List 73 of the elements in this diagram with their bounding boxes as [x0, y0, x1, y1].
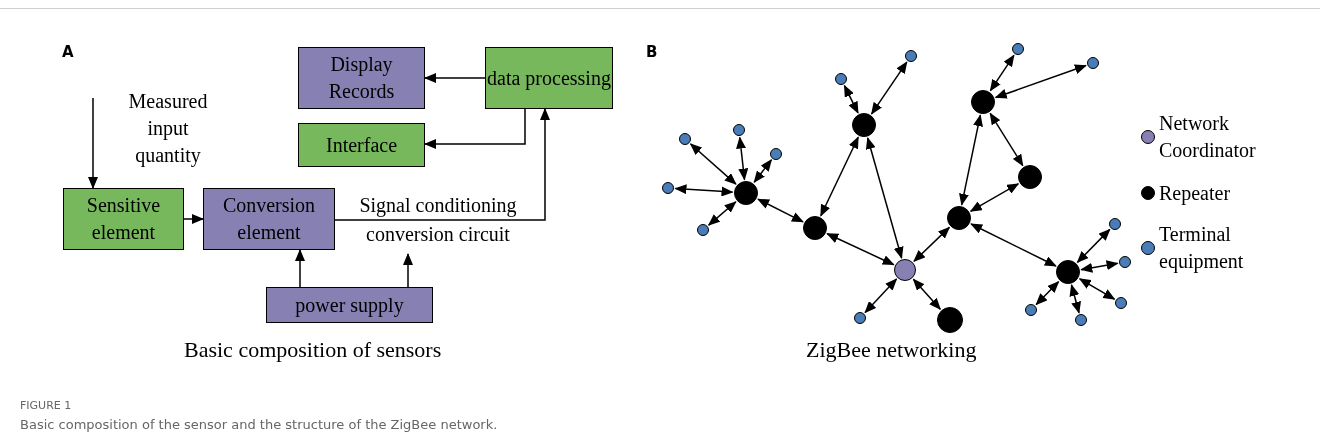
network-node-circle — [662, 182, 674, 194]
process-box: data processing — [485, 47, 613, 109]
arrow — [865, 137, 904, 259]
network-node-circle — [1109, 218, 1121, 230]
arrow — [753, 159, 773, 184]
arrow — [689, 143, 737, 185]
edge-label: Signal conditioning conversion circuit — [358, 193, 518, 247]
arrow — [736, 136, 749, 181]
arrow — [707, 201, 737, 226]
arrow — [334, 108, 550, 221]
arrow — [820, 136, 859, 217]
network-node-circle — [1119, 256, 1131, 268]
legend-text: Network Coordinator — [1159, 111, 1257, 163]
arrow — [674, 184, 734, 197]
arrow — [989, 54, 1015, 92]
process-box: Sensitive element — [63, 188, 184, 250]
process-box: Interface — [298, 123, 425, 167]
legend-text: Terminal equipment — [1159, 222, 1245, 275]
arrow — [757, 198, 804, 223]
arrow — [843, 84, 859, 114]
arrow — [969, 183, 1020, 212]
arrow — [424, 108, 526, 149]
arrow — [1076, 228, 1111, 264]
figure-caption: Basic composition of the sensor and the structure of the ZigBee network. — [20, 417, 498, 432]
arrow — [989, 112, 1024, 167]
panel-letter: A — [62, 42, 74, 62]
arrow — [959, 114, 983, 206]
network-node-circle — [1075, 314, 1087, 326]
network-node-circle — [1115, 297, 1127, 309]
arrow — [826, 232, 895, 266]
network-node-circle — [947, 206, 971, 230]
network-node-circle — [971, 90, 995, 114]
network-node-circle — [894, 259, 916, 281]
process-box: Conversion element — [203, 188, 335, 250]
text-label: Measured input quantity — [127, 89, 209, 169]
legend-text: Repeater — [1159, 180, 1232, 207]
process-box: power supply — [266, 287, 433, 323]
network-node-circle — [733, 124, 745, 136]
arrow — [1078, 278, 1116, 300]
network-node-circle — [1056, 260, 1080, 284]
arrow — [88, 97, 98, 189]
network-node-circle — [854, 312, 866, 324]
process-box: Display Records — [298, 47, 425, 109]
arrow — [1069, 284, 1081, 314]
network-node-circle — [770, 148, 782, 160]
arrow — [870, 61, 908, 115]
network-node-circle — [1025, 304, 1037, 316]
network-node-circle — [803, 216, 827, 240]
arrow — [403, 253, 413, 288]
network-node-circle — [1012, 43, 1024, 55]
network-node-circle — [835, 73, 847, 85]
panel-letter: B — [646, 42, 658, 62]
arrow — [912, 278, 942, 310]
arrow — [913, 226, 951, 263]
network-node-circle — [1018, 165, 1042, 189]
arrow — [1080, 260, 1119, 273]
arrow — [183, 214, 204, 224]
arrow — [295, 249, 305, 288]
arrow — [994, 64, 1087, 99]
network-node-circle — [679, 133, 691, 145]
text-label: ZigBee networking — [806, 336, 977, 364]
figure-label: FIGURE 1 — [20, 399, 72, 413]
arrow — [970, 223, 1057, 267]
network-node-circle — [905, 50, 917, 62]
network-node-circle — [697, 224, 709, 236]
network-node-circle — [1087, 57, 1099, 69]
network-node-circle — [852, 113, 876, 137]
arrow — [864, 278, 898, 314]
network-node-circle — [734, 181, 758, 205]
arrow — [1035, 280, 1060, 306]
text-label: Basic composition of sensors — [184, 336, 442, 364]
network-node-circle — [937, 307, 963, 333]
arrow — [424, 73, 486, 83]
